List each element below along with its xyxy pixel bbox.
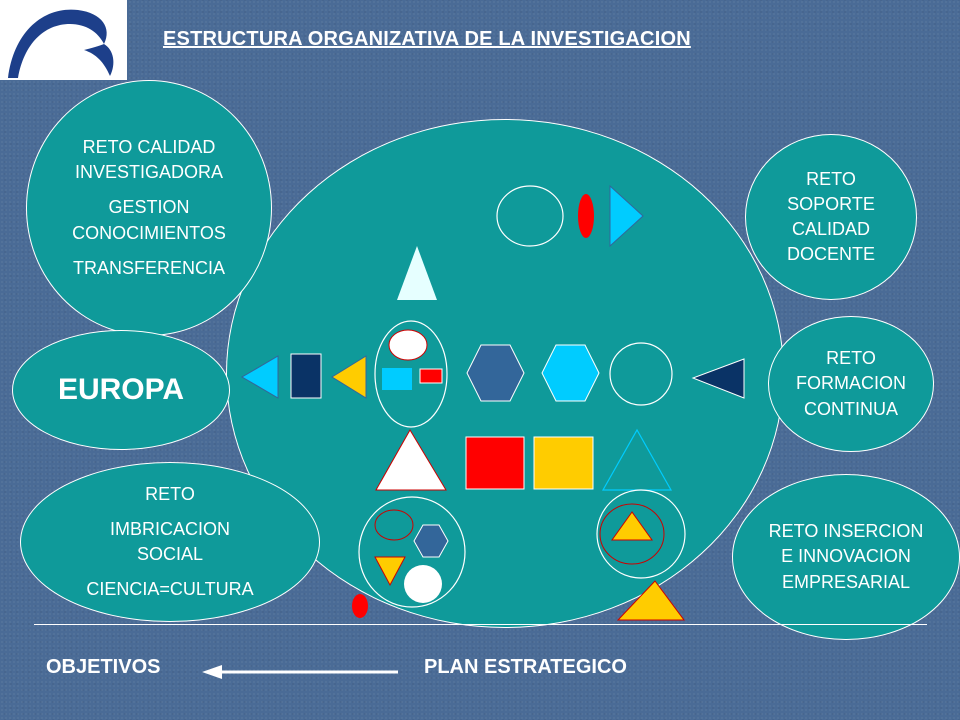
cyan-hexagon-icon (541, 344, 600, 402)
outline-circle-icon (609, 342, 673, 406)
footer-plan-estrategico: PLAN ESTRATEGICO (424, 656, 627, 678)
page-title: ESTRUCTURA ORGANIZATIVA DE LA INVESTIGAC… (163, 28, 691, 50)
gold-triangle-left-icon (331, 355, 367, 399)
pale-triangle-icon (397, 246, 437, 300)
navy-triangle-left-icon (691, 358, 745, 399)
bubble-text: CIENCIA=CULTURA (86, 579, 254, 600)
small-hexagon-icon (413, 524, 449, 558)
outline-triangle-icon (601, 428, 673, 491)
divider-line (34, 624, 927, 625)
navy-rectangle-icon (290, 353, 322, 399)
gold-square-icon (533, 436, 594, 490)
outline-circle-icon (496, 185, 564, 247)
bubble-formacion-continua: RETO FORMACION CONTINUA (768, 316, 934, 452)
bubble-imbricacion-social: RETO IMBRICACION SOCIAL CIENCIA=CULTURA (20, 462, 320, 622)
wave-logo-icon (8, 9, 114, 78)
europa-label: EUROPA (57, 373, 185, 406)
blue-hexagon-icon (466, 344, 525, 402)
white-triangle-icon (375, 429, 447, 491)
cyan-rectangle-icon (382, 368, 412, 390)
cyan-triangle-right-icon (609, 184, 644, 248)
bubble-text: RETO SOPORTE CALIDAD DOCENTE (786, 168, 875, 265)
group-outline-icon (374, 320, 448, 428)
bubble-text: GESTION CONOCIMIENTOS (72, 197, 226, 243)
red-outline-circle-icon (599, 503, 665, 565)
group-outline-icon (358, 496, 466, 608)
bubble-text: RETO FORMACION CONTINUA (796, 348, 906, 419)
gold-triangle-icon (611, 511, 653, 541)
left-arrow-icon (202, 665, 222, 679)
bubble-calidad-investigadora: RETO CALIDAD INVESTIGADORA GESTION CONOC… (26, 80, 272, 336)
cyan-triangle-left-icon (241, 355, 279, 399)
bubble-insercion-innovacion: RETO INSERCION E INNOVACION EMPRESARIAL (732, 474, 960, 640)
gold-triangle-icon (616, 580, 685, 621)
bubble-text: RETO INSERCION E INNOVACION EMPRESARIAL (768, 521, 924, 592)
group-outline-icon (596, 489, 686, 579)
bubble-text: RETO (145, 483, 195, 504)
university-logo (0, 0, 127, 80)
white-oval-icon (388, 329, 428, 361)
bubble-soporte-calidad-docente: RETO SOPORTE CALIDAD DOCENTE (745, 134, 917, 300)
red-oval-icon (352, 594, 368, 618)
outline-oval-icon (374, 509, 414, 541)
white-circle-icon (404, 565, 442, 603)
bubble-text: TRANSFERENCIA (72, 257, 225, 278)
red-square-icon (465, 436, 525, 490)
bubble-text: IMBRICACION SOCIAL (109, 518, 230, 564)
red-oval-icon (578, 194, 594, 238)
bubble-text: RETO CALIDAD INVESTIGADORA (74, 137, 224, 183)
gold-triangle-down-icon (374, 556, 406, 587)
footer-objetivos: OBJETIVOS (46, 656, 161, 678)
red-rectangle-icon (419, 368, 443, 384)
bubble-europa: EUROPA (12, 330, 230, 450)
